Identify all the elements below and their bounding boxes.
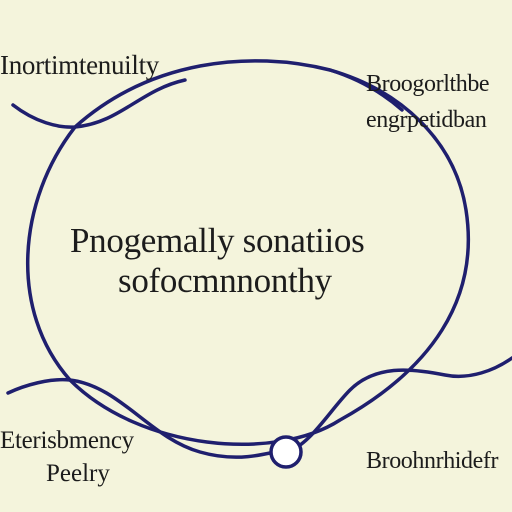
label-top-right-line2: engrpetidban bbox=[366, 107, 487, 133]
junction-node bbox=[269, 435, 303, 469]
label-center-line2: sofocmnnonthy bbox=[118, 261, 332, 300]
label-bottom-left-line2: Peelry bbox=[46, 460, 110, 487]
label-bottom-left-line1: Eterisbmency bbox=[0, 427, 134, 454]
label-top-left: Inortimtenuilty bbox=[0, 50, 159, 80]
label-center-line1: Pnogemally sonatiios bbox=[70, 221, 365, 260]
connector-bottom-left bbox=[6, 377, 277, 459]
connector-top-left bbox=[11, 78, 187, 129]
label-top-right-line1: Broogorlthbe bbox=[366, 71, 490, 97]
label-bottom-right: Broohnrhidefr bbox=[366, 448, 499, 474]
main-loop bbox=[26, 59, 471, 447]
connector-bottom-right bbox=[285, 356, 512, 454]
connector-top-right bbox=[328, 68, 404, 112]
